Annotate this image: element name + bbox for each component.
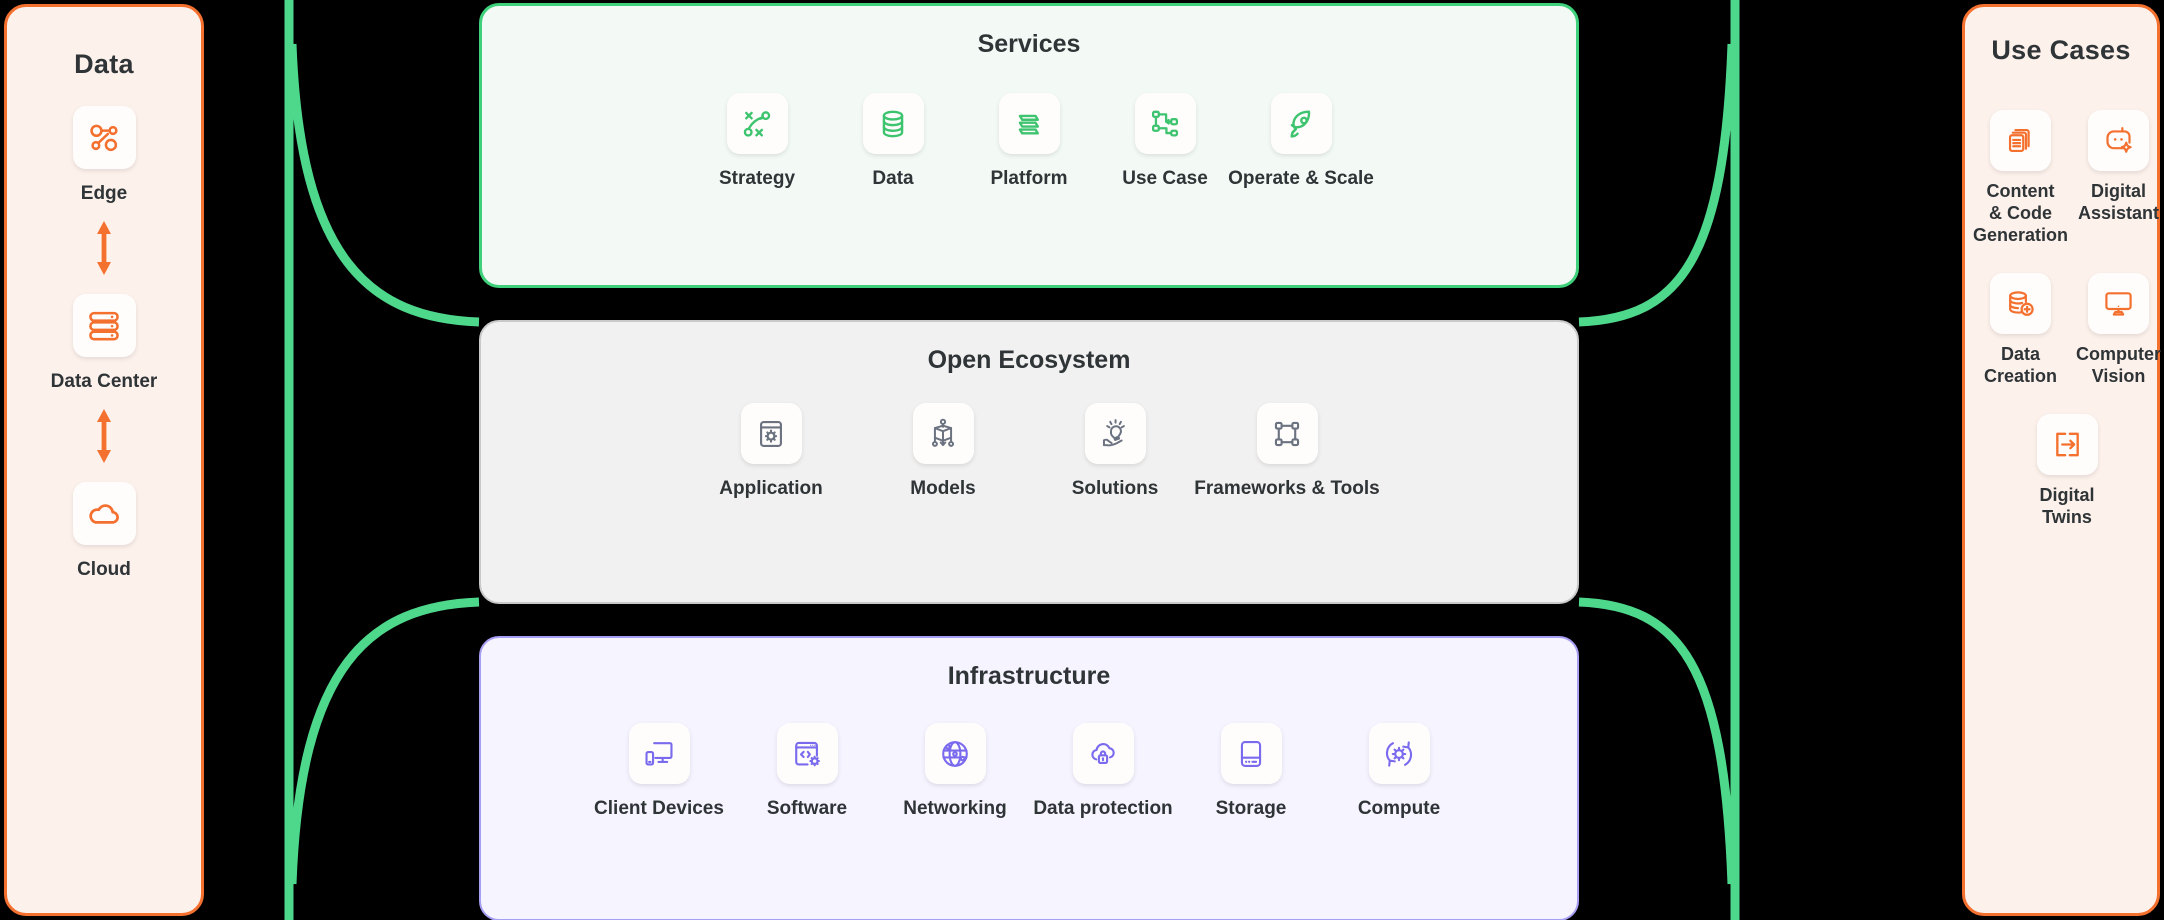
services-item-row: Strategy Data <box>482 93 1576 190</box>
data-item-label: Edge <box>80 183 128 204</box>
ecosystem-item-row: Application Models <box>481 403 1577 500</box>
services-item-use-case[interactable]: Use Case <box>1097 93 1233 190</box>
services-item-label: Strategy <box>718 168 796 189</box>
data-item-label: Cloud <box>77 559 131 581</box>
infra-item-label: Storage <box>1215 798 1287 819</box>
infra-item-label: Data protection <box>1033 798 1173 819</box>
ecosystem-item-label: Application <box>719 478 823 499</box>
infra-item-label: Networking <box>903 798 1007 819</box>
services-item-platform[interactable]: Platform <box>961 93 1097 190</box>
documents-stack-icon <box>1990 110 2052 171</box>
services-item-operate-scale[interactable]: Operate & Scale <box>1228 93 1374 190</box>
services-item-label: Data <box>872 168 914 189</box>
services-panel: Services Strategy <box>479 3 1579 288</box>
rocket-icon <box>1270 93 1332 154</box>
workflow-nodes-icon <box>1134 93 1196 154</box>
globe-network-icon <box>924 723 986 784</box>
infra-item-storage[interactable]: Storage <box>1177 723 1325 820</box>
infrastructure-panel: Infrastructure Client Devices <box>479 636 1579 920</box>
database-plus-icon <box>1990 272 2052 334</box>
ecosystem-panel-title: Open Ecosystem <box>927 346 1131 374</box>
storage-drive-icon <box>1220 723 1282 784</box>
double-arrow-vertical-icon <box>93 219 115 282</box>
services-item-label: Use Case <box>1122 168 1208 189</box>
ecosystem-item-solutions[interactable]: Solutions <box>1029 403 1201 500</box>
services-item-label: Platform <box>990 168 1068 189</box>
infra-item-data-protection[interactable]: Data protection <box>1029 723 1177 820</box>
cube-graph-icon <box>912 403 974 464</box>
ecosystem-item-label: Solutions <box>1071 478 1159 499</box>
infra-item-label: Software <box>766 798 848 819</box>
infra-item-client-devices[interactable]: Client Devices <box>585 723 733 820</box>
infrastructure-panel-title: Infrastructure <box>947 662 1111 690</box>
data-panel-title: Data <box>74 49 134 79</box>
use-cases-panel-title: Use Cases <box>1991 35 2131 65</box>
hand-lightbulb-icon <box>1084 403 1146 464</box>
infra-item-compute[interactable]: Compute <box>1325 723 1473 820</box>
infra-item-software[interactable]: Software <box>733 723 881 820</box>
data-item-label: Data Center <box>50 371 158 393</box>
window-gear-icon <box>740 403 802 464</box>
services-item-label: Operate & Scale <box>1228 168 1374 189</box>
infrastructure-item-row: Client Devices <box>481 723 1577 820</box>
services-item-data[interactable]: Data <box>825 93 961 190</box>
cloud-lock-icon <box>1072 723 1134 784</box>
data-item-edge[interactable]: Edge <box>72 106 136 205</box>
desktop-monitor-icon <box>2088 272 2150 334</box>
server-rack-icon <box>72 294 136 358</box>
database-icon <box>862 93 924 154</box>
data-item-cloud[interactable]: Cloud <box>72 482 136 581</box>
ecosystem-item-label: Frameworks & Tools <box>1194 478 1380 499</box>
double-arrow-vertical-icon <box>93 407 115 470</box>
ecosystem-item-label: Models <box>910 478 976 499</box>
right-curve-bottom <box>1578 597 1737 885</box>
right-curve-top <box>1578 43 1737 327</box>
twin-transfer-icon <box>2036 413 2098 475</box>
cpu-gear-cycle-icon <box>1368 723 1430 784</box>
open-ecosystem-panel: Open Ecosystem Application <box>479 320 1579 604</box>
left-curve-top <box>287 43 480 327</box>
data-node-stack: Edge Data Cente <box>50 106 158 582</box>
left-curve-bottom <box>287 597 480 885</box>
ecosystem-item-application[interactable]: Application <box>685 403 857 500</box>
data-item-data-center[interactable]: Data Center <box>50 294 158 393</box>
monitor-phone-icon <box>628 723 690 784</box>
ecosystem-item-frameworks-tools[interactable]: Frameworks & Tools <box>1194 403 1380 500</box>
robot-sparkle-icon <box>2088 110 2150 171</box>
cloud-icon <box>72 482 136 546</box>
node-framework-icon <box>1256 403 1318 464</box>
code-window-gear-icon <box>776 723 838 784</box>
strategy-playbook-icon <box>726 93 788 154</box>
ecosystem-item-models[interactable]: Models <box>857 403 1029 500</box>
network-nodes-icon <box>72 106 136 169</box>
services-item-strategy[interactable]: Strategy <box>689 93 825 190</box>
data-panel: Data Edge <box>4 4 204 916</box>
infra-item-label: Client Devices <box>594 798 724 819</box>
infra-item-label: Compute <box>1357 798 1441 819</box>
services-panel-title: Services <box>977 30 1081 58</box>
infra-item-networking[interactable]: Networking <box>881 723 1029 820</box>
layers-stack-icon <box>998 93 1060 154</box>
